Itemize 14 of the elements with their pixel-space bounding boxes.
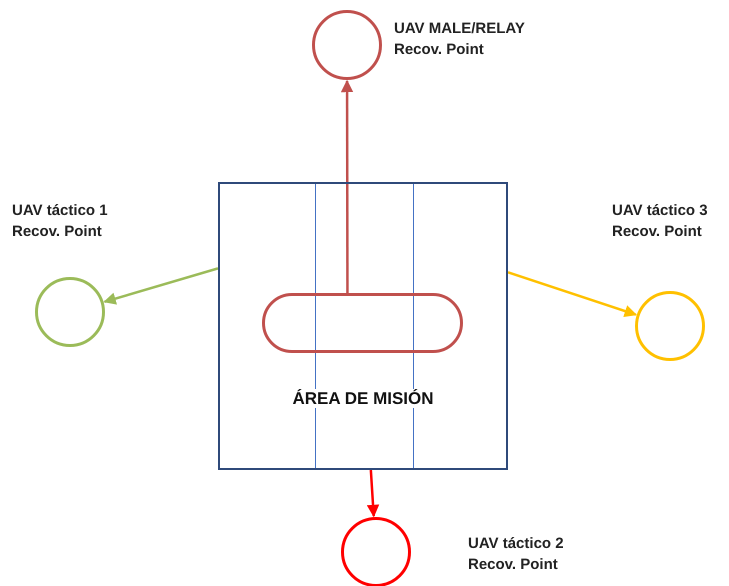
point-label: UAV táctico 1 Recov. Point xyxy=(12,201,109,242)
point-label: UAV táctico 2 Recov. Point xyxy=(468,534,565,575)
recovery-point-circle xyxy=(635,291,705,361)
arrow xyxy=(508,271,638,318)
arrow xyxy=(366,470,380,518)
arrow xyxy=(103,267,218,305)
area-title: ÁREA DE MISIÓN xyxy=(292,389,434,408)
point-label: UAV táctico 3 Recov. Point xyxy=(612,201,709,242)
recovery-point-circle xyxy=(35,277,105,347)
point-label: UAV MALE/RELAY Recov. Point xyxy=(394,19,526,60)
arrow xyxy=(340,80,354,293)
mission-area-box xyxy=(218,182,508,470)
mission-zone-shape xyxy=(262,293,463,353)
recovery-point-circle xyxy=(312,10,382,80)
